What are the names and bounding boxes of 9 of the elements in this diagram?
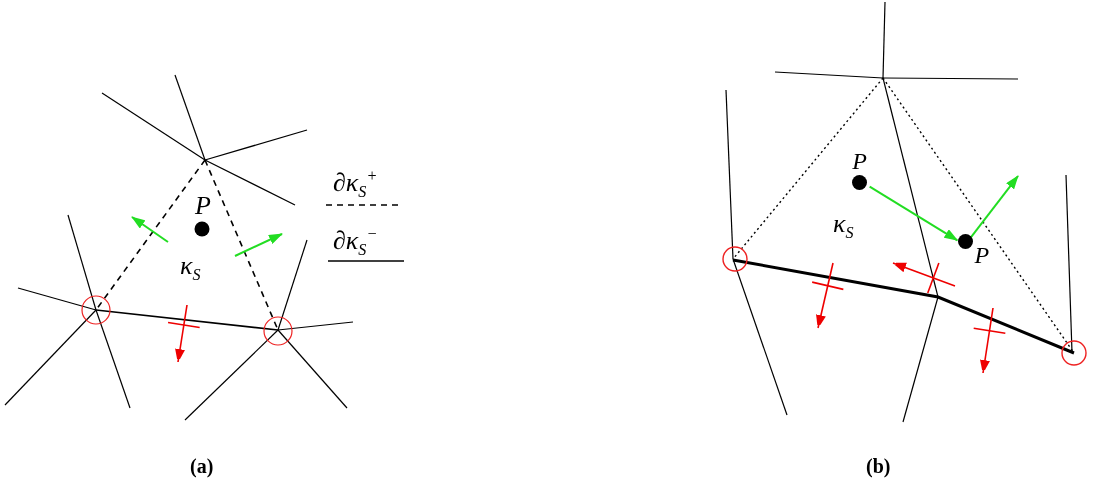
arrow [868,185,959,242]
math-label: P [195,193,211,219]
panel-label: (b) [866,456,891,476]
arrow [969,175,1019,239]
panel-label: (a) [190,456,214,476]
point-label: P [852,148,867,173]
math-label: κ$_{S}$ [180,253,201,284]
math-label: κ$_{S}$ [833,211,854,242]
point-label: P [974,241,990,268]
